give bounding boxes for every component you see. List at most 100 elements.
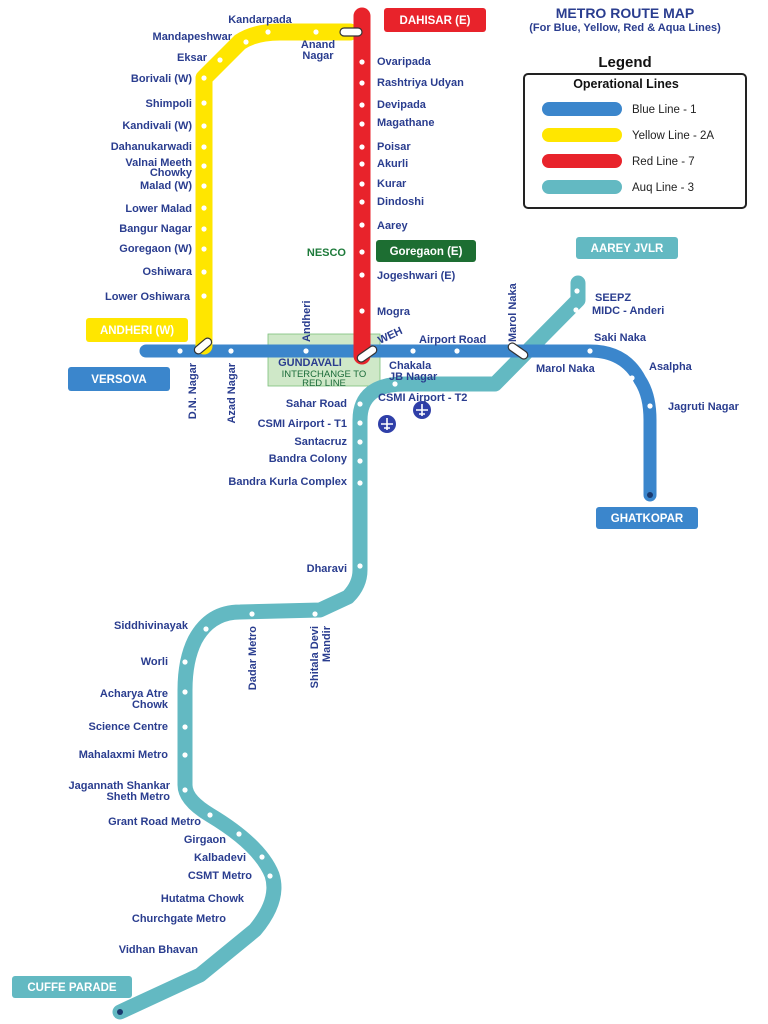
andheri-w-label: ANDHERI (W) bbox=[100, 325, 174, 337]
goregaon-e-badge[interactable] bbox=[376, 240, 476, 262]
station-label[interactable]: D.N. Nagar bbox=[187, 362, 199, 419]
station-label[interactable]: Mandapeshwar bbox=[153, 31, 233, 43]
station-label[interactable]: Lower Oshiwara bbox=[105, 291, 191, 303]
station-label[interactable]: Ovaripada bbox=[377, 56, 432, 68]
station-label[interactable]: Shitala Devi bbox=[309, 626, 321, 688]
station-label[interactable]: Dindoshi bbox=[377, 196, 424, 208]
station-label[interactable]: Malad (W) bbox=[140, 180, 192, 192]
station-label[interactable]: CSMI Airport - T1 bbox=[258, 418, 347, 430]
cuffe-parade-badge[interactable] bbox=[12, 976, 132, 998]
red-station-labels: Ovaripada Rashtriya Udyan Devipada Magat… bbox=[307, 56, 464, 347]
ghatkopar-badge[interactable] bbox=[596, 507, 698, 529]
station-label[interactable]: WEH bbox=[376, 325, 404, 347]
station-label[interactable]: Azad Nagar bbox=[226, 362, 238, 423]
station-label[interactable]: Sheth Metro bbox=[106, 791, 170, 803]
station-label[interactable]: Eksar bbox=[177, 52, 208, 64]
station-label[interactable]: Worli bbox=[141, 656, 168, 668]
station-label[interactable]: Santacruz bbox=[294, 436, 347, 448]
station-label[interactable]: Saki Naka bbox=[594, 332, 647, 344]
station-label[interactable]: MIDC - Anderi bbox=[592, 305, 664, 317]
legend-blue-swatch bbox=[542, 102, 622, 116]
station-label[interactable]: Dharavi bbox=[307, 563, 347, 575]
station-label[interactable]: Grant Road Metro bbox=[108, 816, 201, 828]
station-label[interactable]: Kandivali (W) bbox=[122, 120, 192, 132]
station-label[interactable]: Mahalaxmi Metro bbox=[79, 749, 169, 761]
station-label[interactable]: Bangur Nagar bbox=[119, 223, 192, 235]
aarey-jvlr-badge[interactable] bbox=[576, 237, 678, 259]
station-label[interactable]: Borivali (W) bbox=[131, 73, 192, 85]
map-subtitle: (For Blue, Yellow, Red & Aqua Lines) bbox=[529, 22, 721, 34]
station-label[interactable]: Marol Naka bbox=[536, 363, 596, 375]
blue-line bbox=[139, 344, 657, 502]
station-label[interactable]: Marol Naka bbox=[507, 282, 519, 342]
station-label[interactable]: Valnai Meeth bbox=[125, 157, 192, 169]
station-label[interactable]: Jagannath Shankar bbox=[69, 780, 171, 792]
ghatkopar-label: GHATKOPAR bbox=[611, 513, 684, 525]
station-label[interactable]: Sahar Road bbox=[286, 398, 347, 410]
station-label[interactable]: Jogeshwari (E) bbox=[377, 270, 456, 282]
station-label[interactable]: Jagruti Nagar bbox=[668, 401, 740, 413]
interchange-line2: RED LINE bbox=[302, 378, 346, 389]
station-label[interactable]: Mandir bbox=[321, 625, 333, 662]
station-label[interactable]: Science Centre bbox=[89, 721, 168, 733]
legend-heading: Legend bbox=[598, 54, 651, 71]
station-label[interactable]: Oshiwara bbox=[142, 266, 192, 278]
aarey-jvlr-label: AAREY JVLR bbox=[591, 243, 664, 255]
station-label[interactable]: Magathane bbox=[377, 117, 434, 129]
map-title: METRO ROUTE MAP bbox=[556, 5, 694, 21]
station-label[interactable]: Kurar bbox=[377, 178, 407, 190]
station-label[interactable]: Asalpha bbox=[649, 361, 693, 373]
station-label[interactable]: Anand bbox=[301, 39, 335, 51]
station-label[interactable]: Dadar Metro bbox=[247, 626, 259, 690]
station-label[interactable]: Siddhivinayak bbox=[114, 620, 189, 632]
station-label[interactable]: Devipada bbox=[377, 99, 427, 111]
station-label[interactable]: CSMI Airport - T2 bbox=[378, 392, 467, 404]
station-dots bbox=[177, 29, 653, 951]
station-label[interactable]: Akurli bbox=[377, 158, 408, 170]
station-label[interactable]: Aarey bbox=[377, 220, 408, 232]
interchange-name: GUNDAVALI bbox=[278, 357, 342, 369]
dahisar-label: DAHISAR (E) bbox=[400, 15, 471, 27]
versova-badge[interactable] bbox=[68, 367, 170, 391]
station-label[interactable]: Bandra Kurla Complex bbox=[228, 476, 347, 488]
interchange-connectors bbox=[193, 27, 529, 363]
station-label[interactable]: Kalbadevi bbox=[194, 852, 246, 864]
station-label[interactable]: NESCO bbox=[307, 247, 347, 259]
station-label[interactable]: Mogra bbox=[377, 306, 411, 318]
station-label[interactable]: JB Nagar bbox=[389, 371, 438, 383]
station-label[interactable]: Chowk bbox=[132, 699, 169, 711]
station-label[interactable]: Kandarpada bbox=[228, 14, 292, 26]
station-label[interactable]: Goregaon (W) bbox=[119, 243, 192, 255]
station-label[interactable]: Vidhan Bhavan bbox=[119, 944, 199, 956]
station-label[interactable]: Lower Malad bbox=[125, 203, 192, 215]
cuffe-parade-end-dot bbox=[117, 1009, 123, 1015]
andheri-w-badge[interactable] bbox=[86, 318, 188, 342]
cuffe-parade-label: CUFFE PARADE bbox=[27, 982, 117, 994]
yellow-station-labels: Kandarpada Mandapeshwar Anand Nagar Eksa… bbox=[105, 14, 335, 303]
station-label[interactable]: Acharya Atre bbox=[100, 688, 168, 700]
station-label[interactable]: Poisar bbox=[377, 141, 411, 153]
aqua-station-labels: SEEPZ MIDC - Anderi CSMI Airport - T2 Sa… bbox=[69, 292, 665, 956]
airplane-icon bbox=[413, 401, 431, 419]
station-label[interactable]: Chakala bbox=[389, 360, 432, 372]
station-label[interactable]: Churchgate Metro bbox=[132, 913, 226, 925]
dahisar-badge[interactable] bbox=[384, 8, 486, 32]
airplane-icon bbox=[378, 415, 396, 433]
versova-label: VERSOVA bbox=[91, 374, 146, 386]
station-label[interactable]: Bandra Colony bbox=[269, 453, 348, 465]
station-label[interactable]: Girgaon bbox=[184, 834, 226, 846]
station-label[interactable]: CSMT Metro bbox=[188, 870, 252, 882]
station-label[interactable]: Rashtriya Udyan bbox=[377, 77, 464, 89]
aqua-line bbox=[112, 275, 586, 1020]
station-label[interactable]: Airport Road bbox=[419, 334, 486, 346]
station-label[interactable]: Nagar bbox=[302, 50, 334, 62]
station-label[interactable]: SEEPZ bbox=[595, 292, 631, 304]
station-label[interactable]: Shimpoli bbox=[146, 98, 192, 110]
station-label[interactable]: Andheri bbox=[301, 300, 313, 342]
station-label[interactable]: Hutatma Chowk bbox=[161, 893, 245, 905]
legend-red-label: Red Line - 7 bbox=[632, 156, 695, 168]
legend-yellow-swatch bbox=[542, 128, 622, 142]
station-label[interactable]: Chowky bbox=[150, 167, 193, 179]
station-label[interactable]: Dahanukarwadi bbox=[111, 141, 192, 153]
